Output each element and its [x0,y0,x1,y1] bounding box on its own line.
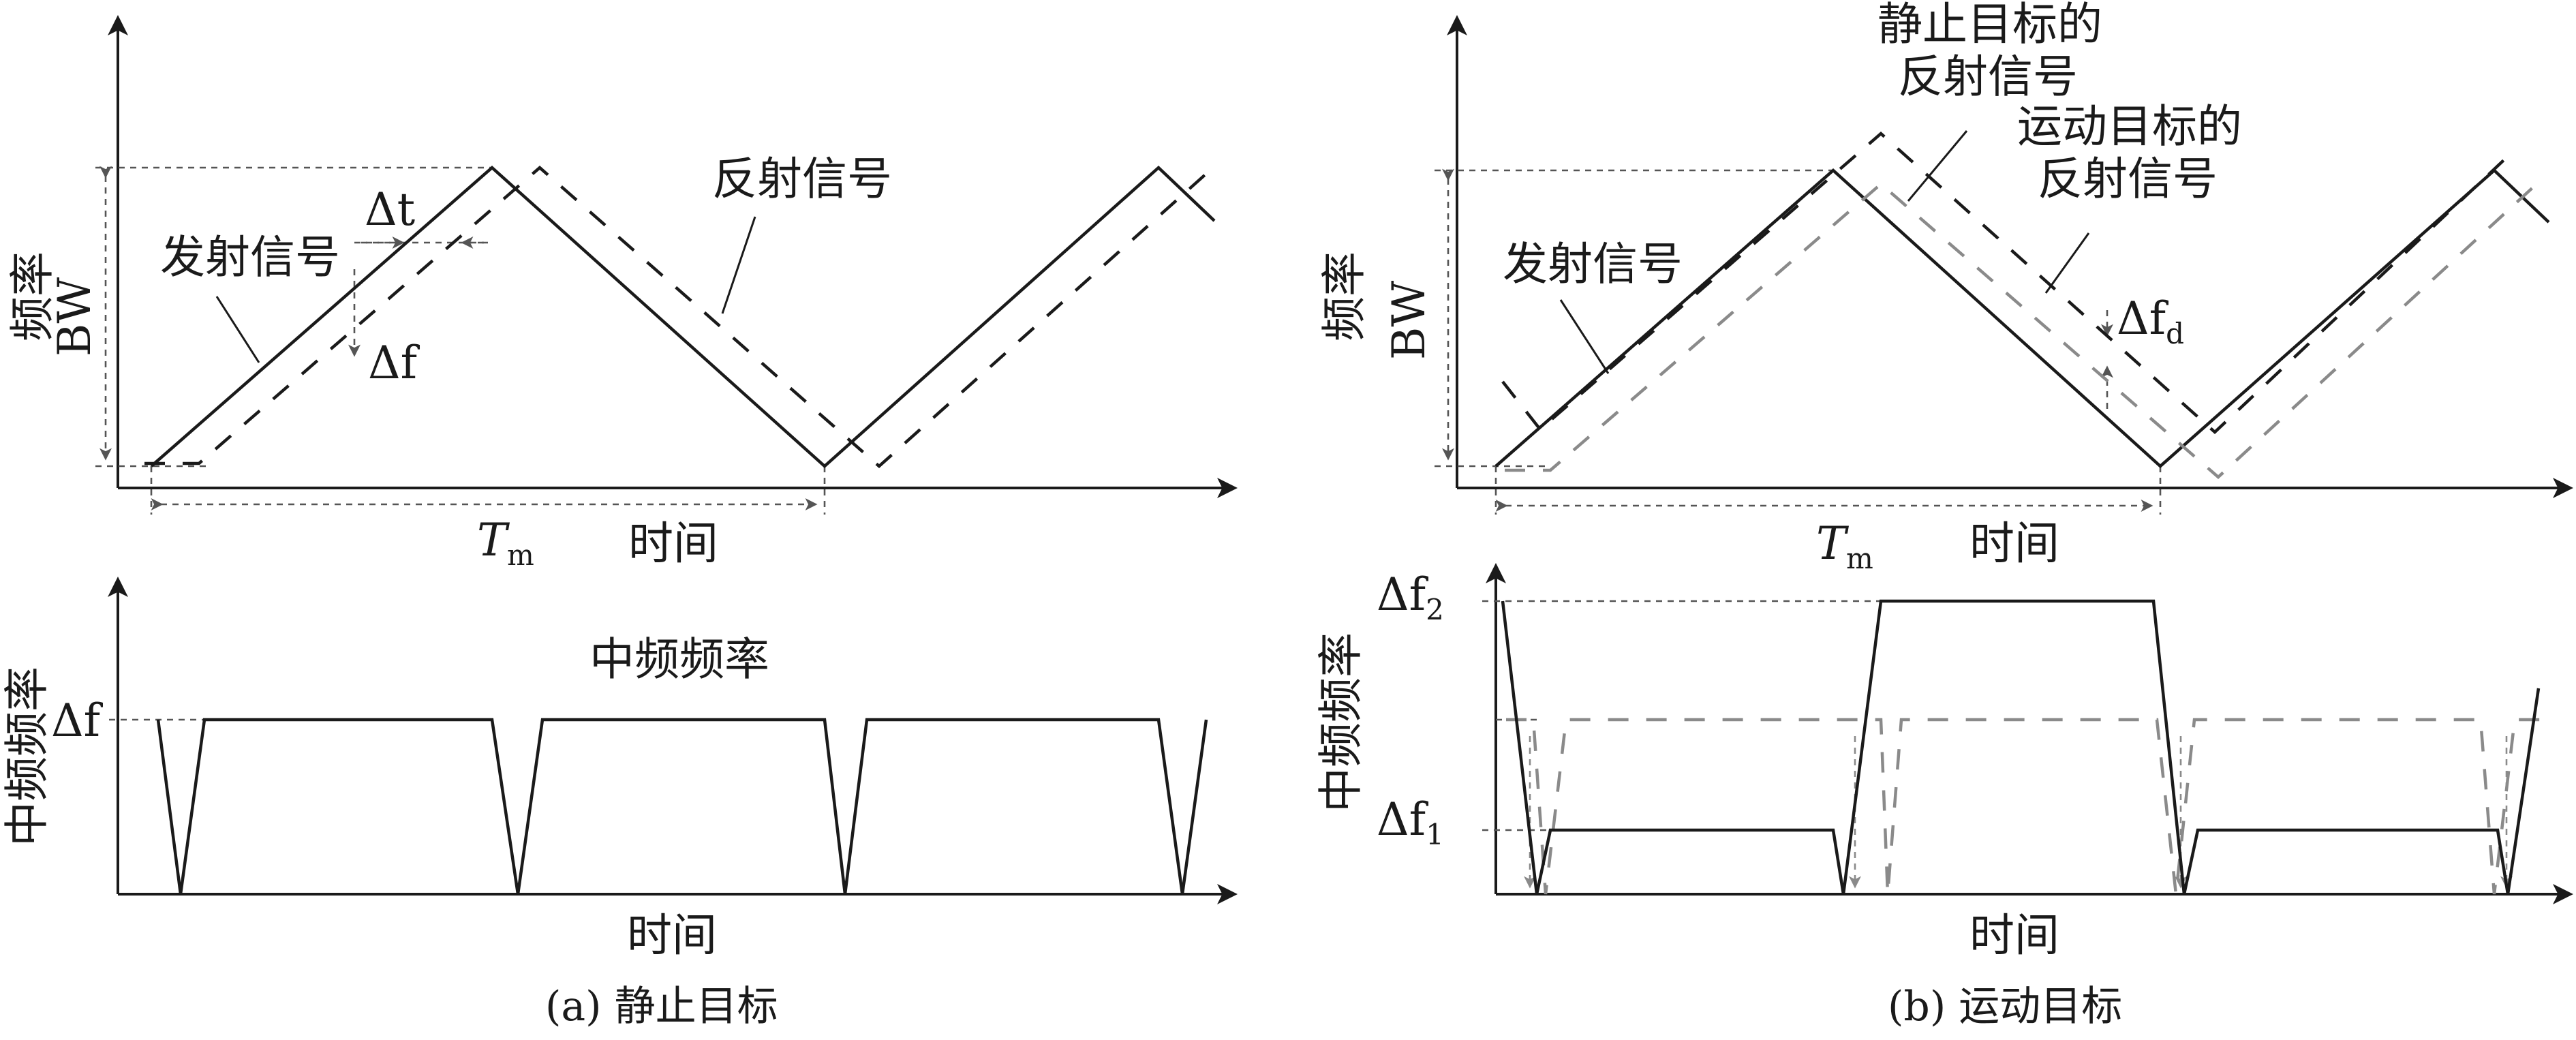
panel-a-transmit-leader [215,296,260,363]
panel-a-tm-main: T [477,514,510,566]
panel-a-bw-label: BW [48,277,101,357]
panel-b-static-reflection [1501,132,2516,435]
panel-b-static-label-1: 静止目标的 [1877,0,2102,50]
panel-b-fd-label: Δfd [2117,292,2184,350]
panel-a-reflected-signal [144,166,1214,469]
panel-b-bw-label: BW [1383,281,1435,361]
panel-b-bottom-chart: 中频频率 Δf2 Δf1 时间 (b) 运动目标 [1315,563,2573,1030]
panel-a-transmit-label: 发射信号 [160,231,340,284]
panel-b-tm-label: Tm [1816,517,1873,575]
panel-b-top-chart: 频率 BW 发射信号 静止目标的 反射信号 运动目标的 反射信号 Δfd Tm … [1318,0,2573,575]
panel-b-transmit-label: 发射信号 [1503,238,1683,290]
panel-b-moving-label-1: 运动目标的 [2017,100,2242,153]
panel-a-bottom-chart: 中频频率 Δf 中频频率 时间 (a) 静止目标 [1,577,1238,1030]
panel-a-top-chart: 频率 BW 发射信号 反射信号 Δt Δf Tm 时间 [6,15,1238,572]
panel-a-dt-label: Δt [365,183,415,236]
panel-a-transmit-signal [150,165,1216,469]
panel-b-static-leader [1907,130,1968,202]
panel-b-tm-main: T [1816,517,1850,570]
panel-a-bottom-y-label: 中频频率 [1,667,53,846]
panel-b-f2-sub: 2 [1426,593,1444,626]
panel-a-tm-sub: m [507,538,534,572]
panel-a-caption: (a) 静止目标 [545,983,778,1030]
panel-a-top-x-label: 时间 [628,517,718,570]
panel-b-f2-main: Δf [1377,568,1429,621]
panel-b-bottom-y-label: 中频频率 [1315,632,1367,812]
panel-a-reflect-label: 反射信号 [712,153,892,205]
panel-b-moving-label-2: 反射信号 [2038,153,2218,205]
panel-a-y-label: 频率 [6,251,59,341]
panel-b-f2-label: Δf2 [1377,568,1444,626]
panel-b-static-if-signal [1501,599,2541,895]
panel-b-fd-sub: d [2166,317,2184,350]
panel-a-df-label: Δf [368,337,420,389]
panel-b-transmit-signal [1494,168,2550,469]
panel-b-f1-sub: 1 [1426,818,1444,851]
panel-b-f1-main: Δf [1377,793,1429,846]
panel-a-bottom-title: 中频频率 [589,633,769,686]
panel-a-tm-label: Tm [477,514,534,572]
panel-b-tm-sub: m [1846,542,1873,575]
panel-b-f1-label: Δf1 [1377,793,1444,851]
panel-b-static-label-2: 反射信号 [1898,50,2078,103]
panel-b-top-x-label: 时间 [1969,517,2059,570]
panel-b-moving-if-signal [1506,718,2545,895]
panel-a-bottom-x-label: 时间 [627,909,717,962]
panel-b-fd-main: Δf [2117,292,2169,345]
panel-b-y-label: 频率 [1318,251,1370,341]
panel-b-moving-leader [2044,232,2090,294]
panel-a-if-signal [156,718,1208,895]
panel-b-transmit-leader [1559,299,1610,374]
panel-a-level-label: Δf [51,694,104,747]
panel-b-caption: (b) 运动目标 [1888,983,2122,1030]
panel-b-moving-reflection [1505,182,2536,480]
panel-b-bottom-x-label: 时间 [1969,909,2059,962]
panel-a-reflect-leader [721,216,756,314]
